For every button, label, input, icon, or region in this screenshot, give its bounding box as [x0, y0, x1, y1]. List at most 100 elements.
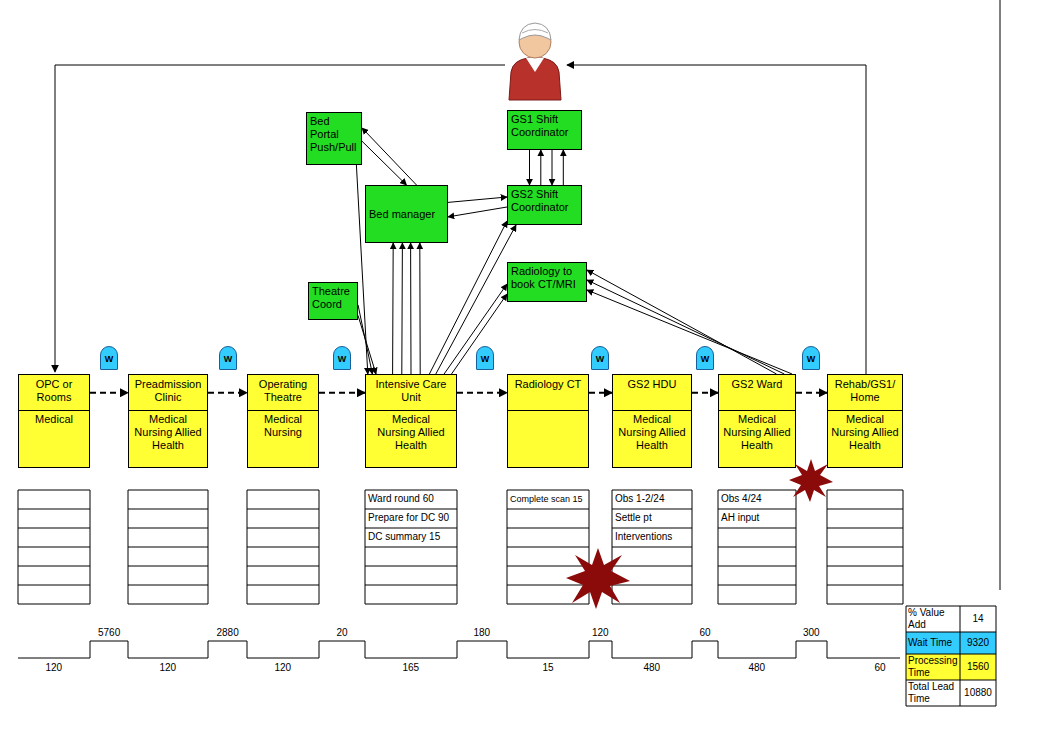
box-roles: Medical Nursing	[248, 411, 318, 441]
process-flow-arrow	[589, 392, 612, 394]
box-title: GS2 Shift Coordinator	[511, 188, 578, 214]
process-flow-arrow	[796, 392, 827, 394]
box-title: W	[477, 354, 493, 365]
time-value: 15	[543, 662, 554, 674]
inventory-icon: W	[591, 346, 609, 370]
box-title: Radiology CT	[508, 375, 588, 411]
information-arrow	[452, 294, 508, 374]
summary-label: Total Lead Time	[908, 681, 958, 705]
summary-value: 9320	[962, 637, 994, 649]
process-flow-arrow	[457, 392, 507, 394]
time-value: 120	[275, 662, 292, 674]
box-title: Intensive Care Unit	[366, 375, 456, 411]
time-value: 180	[474, 627, 491, 639]
process-box: Operating TheatreMedical Nursing	[247, 374, 319, 468]
process-flow-arrow	[90, 392, 128, 394]
box-title: Theatre Coord	[312, 285, 354, 311]
box-roles: Medical Nursing Allied Health	[828, 411, 902, 454]
information-arrow	[362, 128, 417, 185]
box-title: Radiology to book CT/MRI	[511, 265, 583, 291]
box-title: Rehab/GS1/ Home	[828, 375, 902, 411]
information-arrow	[429, 221, 507, 374]
info-box: GS1 Shift Coordinator	[507, 110, 582, 150]
data-table	[365, 490, 457, 604]
summary-table	[906, 606, 996, 706]
data-table	[247, 490, 319, 604]
info-box: Radiology to book CT/MRI	[507, 262, 587, 302]
info-box: Bed Portal Push/Pull	[306, 112, 362, 165]
information-arrow	[529, 150, 530, 185]
data-table	[718, 490, 796, 604]
box-roles: Medical	[19, 411, 89, 428]
time-value: 60	[875, 662, 886, 674]
information-arrow	[401, 243, 403, 374]
box-roles: Medical Nursing Allied Health	[373, 411, 449, 454]
process-box: Rehab/GS1/ HomeMedical Nursing Allied He…	[827, 374, 903, 468]
box-title: W	[803, 354, 819, 365]
patient-body	[509, 58, 561, 100]
information-arrow	[448, 197, 507, 202]
information-arrow	[362, 141, 407, 185]
process-flow-arrow	[692, 392, 718, 394]
right-border-line	[1000, 0, 1001, 590]
info-box: Theatre Coord	[308, 282, 358, 320]
info-box: GS2 Shift Coordinator	[507, 185, 582, 225]
box-roles: Medical Nursing Allied Health	[719, 411, 795, 454]
time-value: 5760	[98, 627, 120, 639]
information-arrow	[448, 207, 507, 217]
inventory-icon: W	[476, 346, 494, 370]
text-holder: Bed manager	[369, 208, 435, 221]
information-arrow	[563, 150, 564, 185]
box-title: W	[697, 354, 713, 365]
table-cell: Interventions	[615, 531, 672, 543]
process-box: Radiology CT	[507, 374, 589, 468]
wait-row-fill	[906, 632, 996, 654]
information-arrow	[540, 150, 541, 185]
data-tables	[18, 490, 903, 604]
time-value: 120	[160, 662, 177, 674]
information-arrow	[587, 270, 777, 374]
process-flow-arrow	[208, 392, 247, 394]
time-value: 300	[803, 627, 820, 639]
info-flow-line	[55, 65, 505, 372]
time-value: 120	[46, 662, 63, 674]
process-box: Preadmission ClinicMedical Nursing Allie…	[128, 374, 208, 468]
data-table	[612, 490, 692, 604]
time-value: 20	[337, 627, 348, 639]
information-arrow	[392, 243, 394, 374]
info-flow-line	[567, 65, 866, 374]
box-title: GS2 Ward	[719, 375, 795, 411]
summary-value: 14	[962, 613, 994, 625]
process-box: OPC or RoomsMedical	[18, 374, 90, 468]
box-title: Bed manager	[369, 208, 435, 221]
box-title: GS2 HDU	[613, 375, 691, 411]
timeline	[18, 641, 900, 658]
summary-label: % Value Add	[908, 607, 958, 631]
box-title: Operating Theatre	[248, 375, 318, 411]
data-table	[18, 490, 90, 604]
table-cell: Prepare for DC 90	[368, 512, 449, 524]
time-value: 480	[644, 662, 661, 674]
table-cell: DC summary 15	[368, 531, 440, 543]
time-value: 480	[749, 662, 766, 674]
problem-starburst	[789, 459, 833, 502]
time-value: 120	[592, 627, 609, 639]
information-arrow	[587, 280, 784, 374]
box-title: W	[592, 354, 608, 365]
information-arrow	[444, 284, 507, 374]
table-cell: Complete scan 15	[510, 493, 583, 505]
summary-value: 1560	[962, 661, 994, 673]
table-cell: Ward round 60	[368, 493, 434, 505]
box-title: W	[334, 354, 350, 365]
patient-collar	[526, 58, 544, 72]
time-value: 60	[700, 627, 711, 639]
data-table	[827, 490, 903, 604]
summary-label: Wait Time	[908, 637, 958, 649]
processing-row-fill	[906, 654, 996, 680]
box-roles: Medical Nursing Allied Health	[614, 411, 690, 454]
inventory-icon: W	[219, 346, 237, 370]
box-title: W	[101, 354, 117, 365]
box-title: OPC or Rooms	[19, 375, 89, 411]
